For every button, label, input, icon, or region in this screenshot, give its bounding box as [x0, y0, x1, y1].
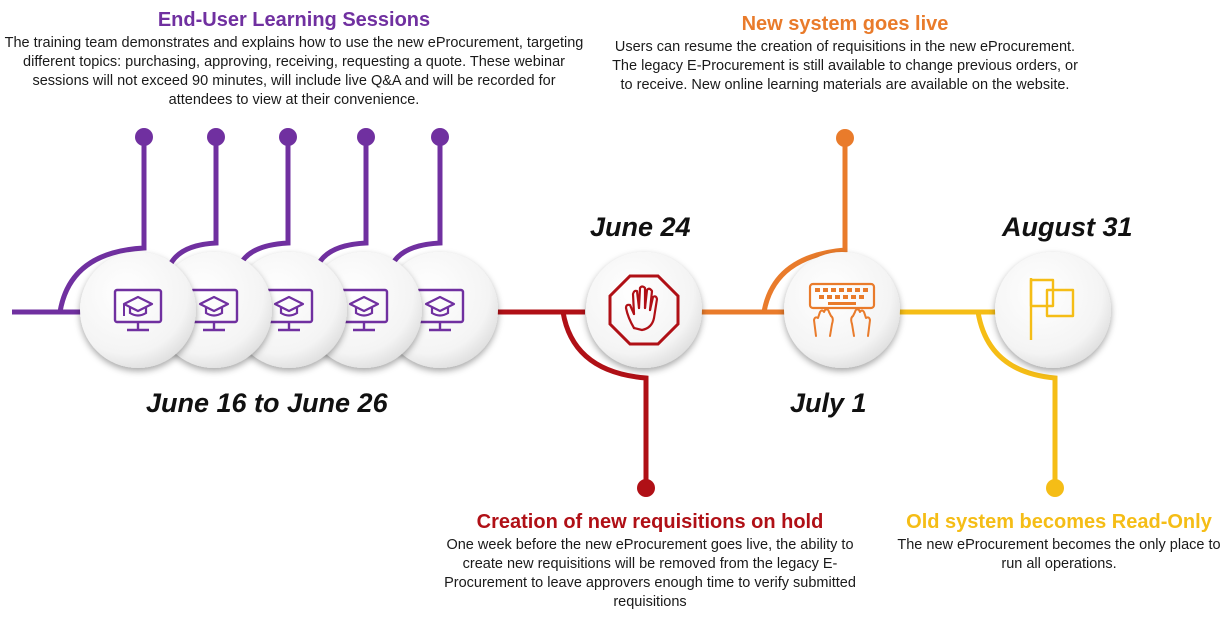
hold-title: Creation of new requisitions on hold	[476, 511, 824, 533]
read-only-disc	[995, 252, 1111, 368]
sessions-title: End-User Learning Sessions	[157, 9, 431, 31]
read-only-dot	[1046, 479, 1064, 497]
go-live-dot	[836, 129, 854, 147]
read-only-title: Old system becomes Read-Only	[906, 511, 1212, 533]
date-june-24: June 24	[590, 212, 691, 242]
sessions-block: End-User Learning Sessions The training …	[0, 8, 588, 110]
hold-dot	[637, 479, 655, 497]
graduation-monitor-icon	[113, 288, 163, 332]
sessions-description: The training team demonstrates and expla…	[4, 35, 584, 108]
read-only-connector	[895, 309, 1058, 486]
stop-hand-icon	[608, 274, 680, 346]
go-live-block: New system goes live Users can resume th…	[610, 12, 1080, 95]
read-only-description: The new eProcurement becomes the only pl…	[897, 537, 1221, 572]
go-live-connector	[700, 140, 848, 315]
date-july-1: July 1	[790, 388, 867, 418]
read-only-block: Old system becomes Read-Only The new ePr…	[890, 510, 1228, 574]
session-disc-1	[80, 252, 196, 368]
date-june-16-to-26: June 16 to June 26	[146, 388, 388, 418]
hold-disc	[586, 252, 702, 368]
go-live-disc	[784, 252, 900, 368]
keyboard-typing-icon	[808, 282, 876, 337]
flags-icon	[1029, 278, 1075, 340]
date-august-31: August 31	[1002, 212, 1133, 242]
session-stem-dots	[135, 128, 449, 146]
go-live-title: New system goes live	[741, 13, 949, 35]
hold-connector	[495, 309, 649, 486]
go-live-description: Users can resume the creation of requisi…	[612, 39, 1078, 93]
hold-description: One week before the new eProcurement goe…	[444, 537, 856, 610]
hold-block: Creation of new requisitions on hold One…	[440, 510, 860, 612]
